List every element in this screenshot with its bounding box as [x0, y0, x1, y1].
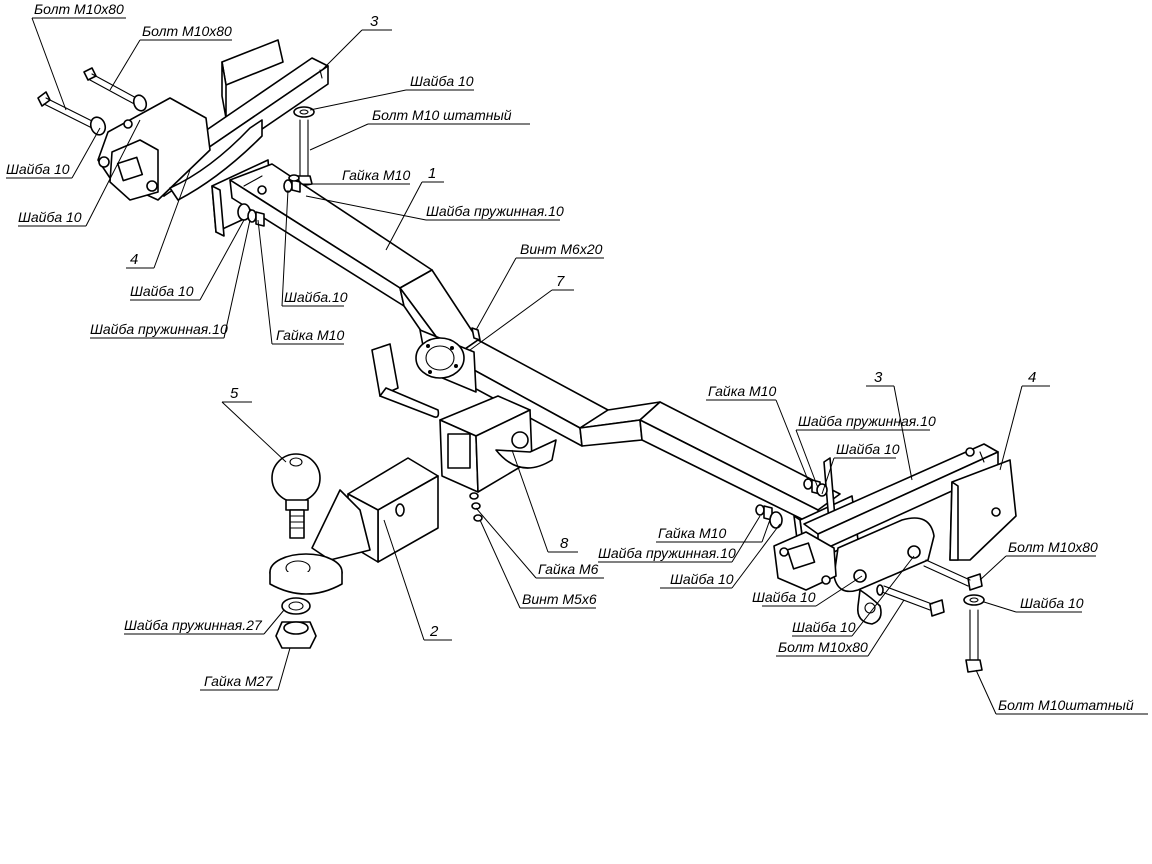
part-number-3-left: 3	[370, 13, 379, 30]
ball-mount-arm	[269, 457, 439, 595]
label-nut-m10-d: Гайка М10	[658, 525, 726, 541]
part-number-1: 1	[428, 165, 436, 182]
label-washer10-left2: Шайба 10	[18, 209, 82, 225]
label-washer10-a: Шайба 10	[410, 73, 474, 89]
part-number-8: 8	[560, 535, 569, 552]
part-number-5: 5	[230, 385, 239, 402]
label-washer10-r1: Шайба 10	[836, 441, 900, 457]
part-number-4-right: 4	[1028, 369, 1036, 386]
part-number-3-right: 3	[874, 369, 883, 386]
label-bolt-m10-std-b: Болт М10штатный	[998, 697, 1134, 713]
label-washer10-r3: Шайба 10	[752, 589, 816, 605]
ball-5	[271, 453, 321, 539]
part-number-7: 7	[556, 273, 565, 290]
callout-labels: Болт М10х80 Болт М10х80 Шайба 10 Болт М1…	[6, 1, 1134, 713]
label-nut-m10-b: Гайка М10	[276, 327, 344, 343]
part-number-2: 2	[429, 623, 439, 640]
m6-m5-hardware	[469, 492, 483, 522]
label-spring-washer10-a: Шайба пружинная.10	[426, 203, 564, 219]
left-bolts	[37, 67, 148, 136]
m27-hardware	[275, 597, 317, 649]
label-washer10-r5: Шайба 10	[1020, 595, 1084, 611]
right-end-plate	[773, 531, 837, 591]
label-bolt-m10x80-b: Болт М10х80	[142, 23, 232, 39]
main-crossbar	[211, 159, 859, 567]
label-screw-m5x6: Винт М5х6	[522, 591, 597, 607]
part-numbers: 3 1 4 7 5 3 4 8 2	[130, 13, 1036, 640]
label-nut-m27: Гайка М27	[204, 673, 273, 689]
label-nut-m6: Гайка М6	[538, 561, 599, 577]
label-washer10-left3: Шайба 10	[130, 283, 194, 299]
label-nut-m10-a: Гайка М10	[342, 167, 410, 183]
label-screw-m6x20: Винт М6х20	[520, 241, 603, 257]
hitch-pin	[371, 343, 440, 418]
label-washer10-r2: Шайба 10	[670, 571, 734, 587]
part8-receiver	[439, 395, 557, 493]
label-washer10-left1: Шайба 10	[6, 161, 70, 177]
label-bolt-m10x80-c: Болт М10х80	[778, 639, 868, 655]
label-spring-washer10-d: Шайба пружинная.10	[598, 545, 736, 561]
part7-socket-plate	[415, 327, 481, 393]
label-bolt-m10x80-d: Болт М10х80	[1008, 539, 1098, 555]
label-bolt-m10x80-a: Болт М10х80	[34, 1, 124, 17]
label-spring-washer27: Шайба пружинная.27	[124, 617, 263, 633]
leader-lines	[6, 17, 1148, 715]
label-washer10-r4: Шайба 10	[792, 619, 856, 635]
label-spring-washer10-b: Шайба пружинная.10	[90, 321, 228, 337]
part-number-4-left: 4	[130, 251, 138, 268]
label-nut-m10-c: Гайка М10	[708, 383, 776, 399]
std-bolt-left	[293, 106, 315, 187]
label-bolt-m10-std-a: Болт М10 штатный	[372, 107, 512, 123]
label-spring-washer10-c: Шайба пружинная.10	[798, 413, 936, 429]
right-side-bracket	[803, 443, 1017, 625]
label-washer10-dot: Шайба.10	[284, 289, 348, 305]
left-side-bracket	[97, 39, 329, 201]
